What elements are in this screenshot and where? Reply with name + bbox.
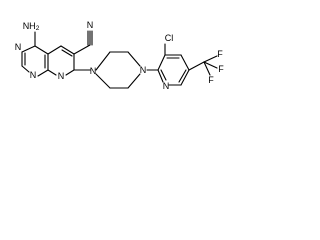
bond — [95, 73, 111, 89]
bond — [180, 54, 190, 71]
bond — [47, 69, 57, 76]
amino-nh-text: NH — [23, 21, 36, 31]
piperazine-nitrogen-left-label: N — [90, 66, 97, 76]
pyrimidine-nitrogen-left-label: N — [15, 42, 22, 52]
bond — [180, 69, 190, 86]
chlorine-label: Cl — [165, 33, 174, 43]
bond — [203, 61, 218, 69]
bond — [178, 69, 187, 83]
fluorine-label-2: F — [218, 64, 224, 74]
bond — [73, 44, 91, 55]
bond — [61, 49, 73, 57]
chemical-structure-diagram: NH2 N N N N N N N Cl F F F — [15, 20, 225, 91]
bond — [188, 61, 205, 71]
bond — [60, 45, 75, 55]
bond — [127, 73, 141, 89]
bond — [34, 45, 49, 55]
amino-subscript: 2 — [36, 25, 40, 32]
pyrimidine-nitrogen-bottom-label: N — [30, 70, 37, 80]
piperazine-nitrogen-right-label: N — [140, 65, 147, 75]
fluorine-label-1: F — [217, 49, 223, 59]
pyridine-fused-nitrogen-label: N — [58, 71, 65, 81]
bonds — [21, 30, 218, 89]
bond — [65, 69, 75, 76]
bond — [160, 69, 167, 81]
fluorine-label-3: F — [208, 75, 214, 85]
bond — [157, 54, 166, 71]
bond — [21, 65, 30, 73]
atom-labels: NH2 N N N N N N N Cl F F F — [15, 20, 225, 91]
cyano-nitrogen-label: N — [87, 20, 94, 30]
pyridine-nitrogen-label: N — [163, 81, 170, 91]
bond — [127, 51, 141, 67]
amino-group-label: NH2 — [23, 21, 40, 32]
bond — [37, 69, 49, 77]
bond — [203, 55, 218, 63]
bond — [21, 45, 36, 53]
bond — [95, 51, 111, 71]
bond — [47, 45, 62, 55]
bond — [157, 69, 164, 83]
bond — [203, 61, 211, 76]
